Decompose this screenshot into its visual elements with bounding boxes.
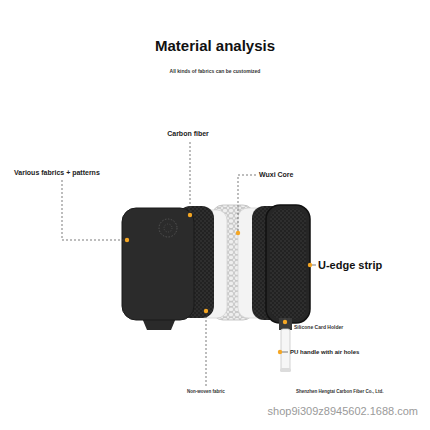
paddle-body <box>266 205 310 323</box>
part-label: U-edge strip <box>318 259 382 272</box>
pu-handle <box>281 329 290 370</box>
leader-line <box>286 323 292 327</box>
face-pattern <box>159 219 177 237</box>
part-label: Carbon fiber <box>167 130 209 138</box>
callout-dot <box>236 231 240 235</box>
part-label: Wuxi Core <box>259 171 294 179</box>
callout-dot <box>278 350 282 354</box>
leader-line <box>62 180 126 240</box>
leader-line <box>206 312 207 386</box>
callout-dot <box>204 309 208 313</box>
part-label: Silicone Card Holder <box>294 325 343 331</box>
face-pattern <box>164 224 172 232</box>
silicone-holder <box>279 318 292 330</box>
part-label: PU handle with air holes <box>290 349 359 356</box>
subtitle-note: All kinds of fabrics can be customized <box>170 69 261 75</box>
callout-dot <box>283 320 287 324</box>
company-note: Shenzhen Hengtai Carbon Fiber Co., Ltd. <box>296 389 384 394</box>
part-label: Various fabrics + patterns <box>14 169 100 177</box>
diagram-title: Material analysis <box>155 37 275 54</box>
callout-dot <box>188 213 192 217</box>
paddle-face <box>270 209 306 319</box>
leader-line <box>238 175 256 232</box>
leader-line <box>190 142 191 214</box>
handle-cap <box>280 368 291 372</box>
part-label: Non-woven fabric <box>187 389 225 394</box>
callout-dot <box>125 238 129 242</box>
watermark: shop9i309z8945602.1688.com <box>268 405 418 418</box>
fabric-face <box>122 208 194 320</box>
callout-dot <box>308 263 312 267</box>
